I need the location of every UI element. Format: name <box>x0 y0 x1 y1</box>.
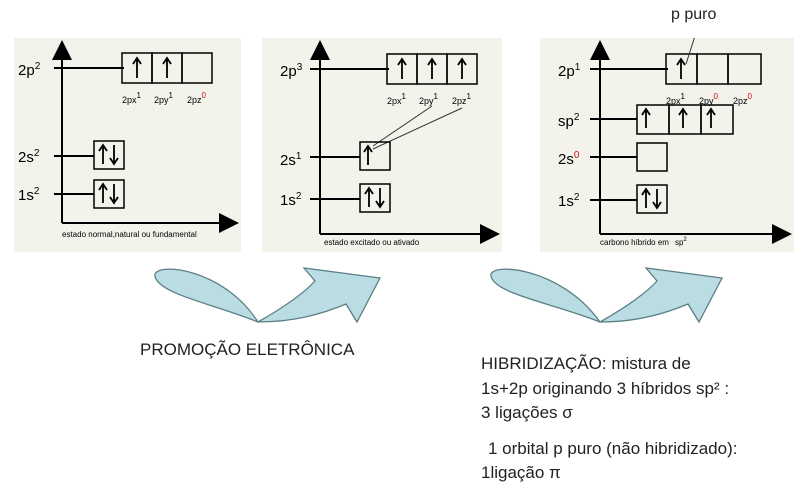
orbital-2pz-label: 2pz0 <box>733 92 753 106</box>
electron-up-arrow <box>162 56 172 78</box>
electron-up-arrow <box>641 107 651 128</box>
electron-up-arrow <box>363 144 373 165</box>
level-2s-label: 2s1 <box>280 151 302 169</box>
orbital-2s-box <box>359 141 391 171</box>
promotion-label: PROMOÇÃO ELETRÔNICA <box>140 340 355 359</box>
orbital-2px-label: 2px1 <box>387 92 407 106</box>
level-1s-label: 1s2 <box>280 191 302 209</box>
ground-state-diagram: 2p2 2s2 1s2 2px1 2py1 2pz0 estado normal… <box>18 40 239 239</box>
orbital-2pz-label: 2pz1 <box>452 92 472 106</box>
level-1s-label: 1s2 <box>558 192 580 210</box>
promotion-line <box>372 105 433 147</box>
level-2p-label: 2p2 <box>18 61 41 79</box>
orbital-sp2-box <box>668 104 702 135</box>
electron-up-arrow <box>676 57 686 79</box>
electron-up-arrow <box>457 57 467 79</box>
orbital-2pz-box <box>446 53 478 85</box>
level-sp2-label: sp2 <box>558 112 580 130</box>
panel-excited-state: 2p3 2s1 1s2 2px1 2py1 2pz1 estado excita… <box>262 38 502 252</box>
orbital-1s-box <box>359 183 391 213</box>
hybrid-state-diagram: 2p1 sp2 2s0 1s2 2px1 2py0 2pz0 carbono h… <box>558 35 792 247</box>
excited-state-caption: estado excitado ou ativado <box>324 238 420 247</box>
hybridization-arrow-icon <box>490 267 724 324</box>
level-2p-label: 2p1 <box>558 62 581 80</box>
hybridization-line-4: 1 orbital p puro (não hibridizado): <box>488 439 738 458</box>
orbital-2px-label: 2px1 <box>666 92 686 106</box>
orbital-sp2-box <box>636 104 670 135</box>
electron-up-arrow <box>98 182 108 203</box>
orbital-2px-label: 2px1 <box>122 91 142 105</box>
electron-down-arrow <box>109 145 119 166</box>
promotion-arrow-icon <box>154 267 382 324</box>
orbital-2py-box <box>696 53 729 85</box>
promotion-line <box>372 107 463 150</box>
hybridization-line-5: 1ligação π <box>481 463 561 482</box>
level-2s-label: 2s0 <box>558 150 580 168</box>
orbital-1s-box <box>93 179 125 209</box>
hybridization-line-1: HIBRIDIZAÇÃO: mistura de <box>481 354 691 373</box>
electron-up-arrow <box>678 107 688 128</box>
hybridization-line-2: 1s+2p originando 3 híbridos sp² : <box>481 379 730 398</box>
electron-down-arrow <box>375 188 385 209</box>
orbital-2s-box <box>636 142 668 172</box>
pure-p-label: p puro <box>671 6 717 23</box>
electron-down-arrow <box>652 189 662 210</box>
orbital-2pz-box <box>181 52 213 84</box>
electron-up-arrow <box>98 143 108 164</box>
orbital-2py-label: 2py0 <box>699 92 719 106</box>
orbital-1s-box <box>636 184 668 214</box>
panel-hybrid-state: 2p1 sp2 2s0 1s2 2px1 2py0 2pz0 carbono h… <box>540 35 794 252</box>
orbital-2s-box <box>93 140 125 170</box>
electron-up-arrow <box>641 187 651 208</box>
orbital-2py-label: 2py1 <box>419 92 439 106</box>
electron-down-arrow <box>109 184 119 205</box>
orbital-2pz-box <box>727 53 762 85</box>
level-2s-label: 2s2 <box>18 148 40 166</box>
panel-ground-state: 2p2 2s2 1s2 2px1 2py1 2pz0 estado normal… <box>14 38 241 252</box>
electron-up-arrow <box>397 57 407 79</box>
electron-up-arrow <box>364 186 374 207</box>
electron-up-arrow <box>706 107 716 128</box>
orbital-2py-label: 2py1 <box>154 91 174 105</box>
ground-state-caption: estado normal,natural ou fundamental <box>62 230 197 239</box>
pure-p-pointer <box>685 35 696 65</box>
electron-up-arrow <box>427 57 437 79</box>
hybridization-line-3: 3 ligações σ <box>481 403 573 422</box>
orbital-sp2-box <box>700 104 734 135</box>
electron-up-arrow <box>132 56 142 78</box>
excited-state-diagram: 2p3 2s1 1s2 2px1 2py1 2pz1 estado excita… <box>280 40 500 247</box>
level-2p-label: 2p3 <box>280 62 303 80</box>
orbital-2pz-label: 2pz0 <box>187 91 207 105</box>
level-1s-label: 1s2 <box>18 186 40 204</box>
